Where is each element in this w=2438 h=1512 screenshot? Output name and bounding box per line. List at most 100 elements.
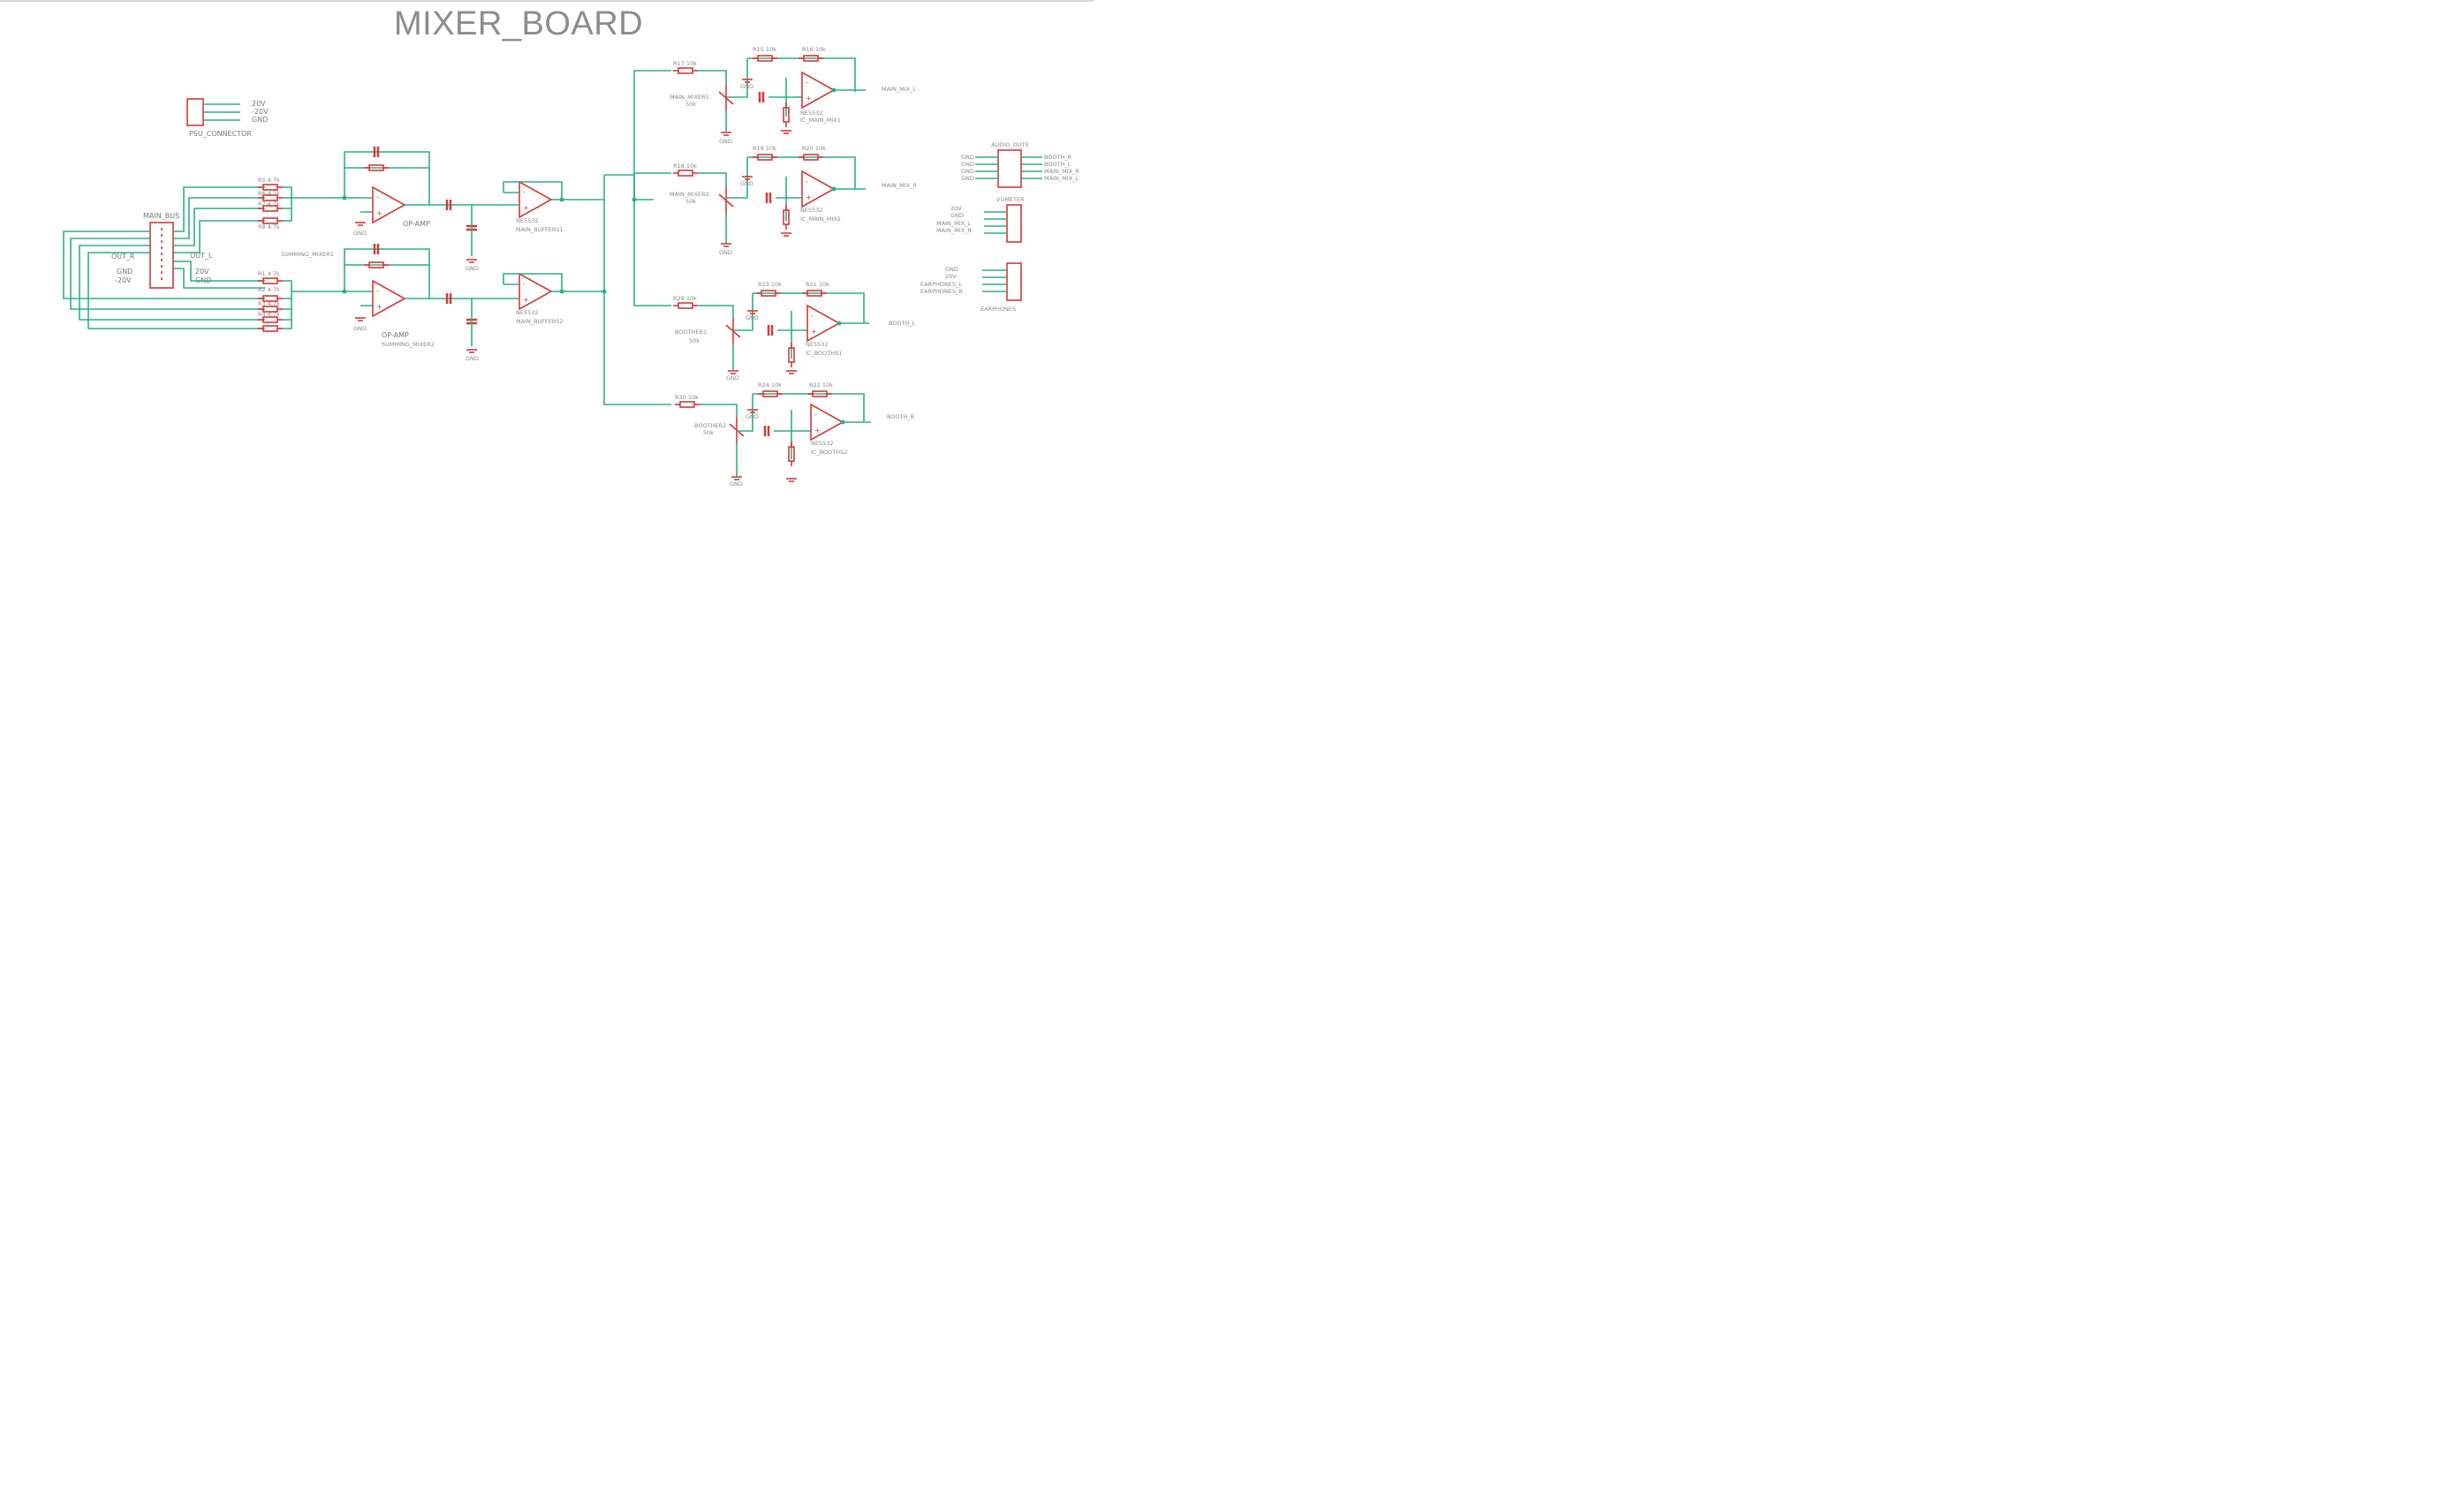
main-bus-left-1: OUT_R bbox=[111, 253, 135, 261]
stage-1-pot: MAIN_MIXER1 bbox=[670, 94, 709, 101]
summing-bottom-gnd: GND bbox=[353, 325, 367, 332]
stage-3-rin: R29 10k bbox=[673, 295, 697, 302]
psu-connector-label: PSU_CONNECTOR bbox=[189, 130, 252, 138]
output-stage-1: R17 10k MAIN_MIXER1 50k GND R15 10k R16 … bbox=[670, 46, 916, 145]
vumeter-label: VUMETER bbox=[996, 196, 1025, 203]
stage-3-name: IC_BOOTHS1 bbox=[806, 350, 842, 357]
sheet-title: MIXER_BOARD bbox=[394, 5, 644, 42]
audio-outs-connector: AUDIO_OUTS GND GND GND GND BOOTH_R BOOTH… bbox=[961, 141, 1079, 188]
audio-outs-label: AUDIO_OUTS bbox=[991, 141, 1028, 148]
buffer-stages: NE5532 MAIN_BUFFERS1 NE5532 MAIN_BUFFERS… bbox=[477, 181, 604, 325]
bus-wiring bbox=[63, 186, 265, 329]
summing-bottom-cap-gnd: GND bbox=[466, 355, 479, 362]
stage-1-rb: R16 10k bbox=[802, 46, 826, 53]
main-bus-label: MAIN_BUS bbox=[143, 212, 179, 220]
input-res-bottom-3: R3 4.7k bbox=[258, 300, 280, 307]
input-res-top-1: R5 4.7k bbox=[258, 177, 280, 184]
audio-outs-left-4: GND bbox=[961, 175, 974, 182]
earphones-pin-3: EARPHONES_L bbox=[920, 281, 962, 288]
stage-1-rin: R17 10k bbox=[673, 60, 697, 67]
stage-3-out: BOOTH_L bbox=[889, 320, 916, 327]
input-res-top-3: R7 4.7k bbox=[258, 200, 280, 208]
psu-pin-1: 20V bbox=[252, 100, 266, 108]
summing-mixer2-label: SUMMING_MIXER2 bbox=[382, 341, 435, 348]
stage-2-potval: 50k bbox=[685, 198, 696, 205]
input-res-top-2: R6 4.7k bbox=[258, 190, 280, 197]
audio-outs-right-1: BOOTH_R bbox=[1044, 154, 1072, 161]
stage-1-potval: 50k bbox=[685, 101, 696, 108]
stage-3-rb: R21 10k bbox=[806, 281, 829, 288]
buffer-1-part: NE5532 bbox=[516, 217, 539, 224]
output-stage-2: R18 10k MAIN_MIXER2 50k GND R19 10k R20 … bbox=[670, 145, 917, 256]
audio-outs-right-3: MAIN_MIX_R bbox=[1044, 168, 1079, 175]
stage-4-out: BOOTH_R bbox=[887, 413, 915, 420]
psu-pin-3: GND bbox=[252, 116, 268, 124]
buffer-1-name: MAIN_BUFFERS1 bbox=[516, 226, 564, 233]
earphones-pin-2: 20V bbox=[945, 273, 957, 280]
stage-4-pot-gnd: GND bbox=[730, 480, 743, 488]
audio-outs-right-4: MAIN_MIX_L bbox=[1044, 175, 1079, 182]
audio-outs-right-2: BOOTH_L bbox=[1044, 161, 1071, 168]
summing-top-gnd: GND bbox=[353, 230, 367, 237]
summing-top: R5 4.7k R6 4.7k R7 4.7k R8 4.7k OP-AMP G… bbox=[257, 145, 479, 272]
stage-2-gnd: GND bbox=[740, 180, 753, 187]
stage-2-rb: R20 10k bbox=[802, 145, 826, 152]
earphones-connector: GND 20V EARPHONES_L EARPHONES_R EARPHONE… bbox=[920, 262, 1022, 313]
stage-3-pot: BOOTHER1 bbox=[675, 329, 707, 336]
summing-top-cap-gnd: GND bbox=[466, 265, 479, 272]
stage-3-pot-gnd: GND bbox=[726, 374, 739, 382]
input-res-top-4: R8 4.7k bbox=[258, 223, 280, 231]
stage-3-potval: 50k bbox=[689, 337, 700, 344]
audio-outs-left-2: GND bbox=[961, 161, 974, 168]
buffer-2-part: NE5532 bbox=[516, 309, 539, 316]
stage-2-name: IC_MAIN_MIX2 bbox=[800, 215, 841, 223]
input-res-bottom-1: R1 4.7k bbox=[258, 270, 280, 277]
main-bus-right-1: OUT_L bbox=[190, 252, 213, 260]
input-res-bottom-4: R4 4.7k bbox=[258, 311, 280, 318]
stage-3-ra: R23 10k bbox=[758, 281, 782, 288]
main-bus-left-2: GND bbox=[117, 268, 132, 276]
stage-4-potval: 50k bbox=[703, 429, 714, 436]
main-bus-connector: MAIN_BUS OUT_R GND -20V OUT_L 20V GND bbox=[111, 212, 213, 289]
audio-outs-left-3: GND bbox=[961, 168, 974, 175]
stage-1-pot-gnd: GND bbox=[719, 138, 732, 145]
summing-top-opamp: OP-AMP bbox=[403, 220, 430, 228]
stage-2-part: NE5532 bbox=[800, 207, 823, 214]
summing-mixer1-label: SUMMING_MIXER1 bbox=[281, 251, 334, 258]
stage-2-out: MAIN_MIX_R bbox=[882, 182, 917, 189]
stage-4-pot: BOOTHER2 bbox=[694, 422, 726, 429]
stage-3-part: NE5532 bbox=[806, 341, 829, 348]
stage-2-ra: R19 10k bbox=[753, 145, 776, 152]
audio-outs-left-1: GND bbox=[961, 154, 974, 161]
stage-3-gnd: GND bbox=[746, 314, 759, 321]
input-res-bottom-2: R2 4.7k bbox=[258, 286, 280, 293]
vumeter-connector: VUMETER 20V GND MAIN_MIX_L MAIN_MIX_R bbox=[936, 196, 1025, 243]
stage-2-pot-gnd: GND bbox=[719, 249, 732, 256]
summing-bottom: SUMMING_MIXER1 R1 4.7k R2 4.7k R3 4.7k R… bbox=[257, 242, 479, 362]
stage-4-name: IC_BOOTHS2 bbox=[811, 449, 847, 456]
stage-4-ra: R24 10k bbox=[758, 382, 782, 389]
stage-4-part: NE5532 bbox=[811, 440, 834, 447]
stage-4-rin: R30 10k bbox=[675, 394, 699, 401]
stage-1-ra: R15 10k bbox=[753, 46, 776, 53]
earphones-pin-1: GND bbox=[945, 266, 958, 273]
vumeter-pin-2: GND bbox=[950, 212, 964, 219]
stage-1-out: MAIN_MIX_L bbox=[882, 86, 916, 93]
main-bus-right-2: 20V bbox=[195, 268, 209, 276]
buffer-2-name: MAIN_BUFFERS2 bbox=[516, 318, 564, 325]
output-stage-3: R29 10k BOOTHER1 50k GND R23 10k R21 10k… bbox=[672, 281, 916, 382]
distribution-bus bbox=[562, 70, 671, 405]
stage-1-gnd: GND bbox=[740, 83, 753, 90]
stage-4-gnd: GND bbox=[746, 413, 759, 420]
vumeter-pin-4: MAIN_MIX_R bbox=[936, 227, 972, 234]
main-bus-left-3: -20V bbox=[115, 276, 132, 284]
earphones-label: EARPHONES bbox=[980, 306, 1016, 313]
stage-2-rin: R18 10k bbox=[673, 163, 697, 170]
earphones-pin-4: EARPHONES_R bbox=[920, 288, 963, 295]
stage-2-pot: MAIN_MIXER2 bbox=[670, 191, 709, 198]
stage-1-name: IC_MAIN_MIX1 bbox=[800, 117, 841, 124]
vumeter-pin-3: MAIN_MIX_L bbox=[936, 220, 971, 227]
psu-pin-2: -20V bbox=[252, 108, 269, 116]
